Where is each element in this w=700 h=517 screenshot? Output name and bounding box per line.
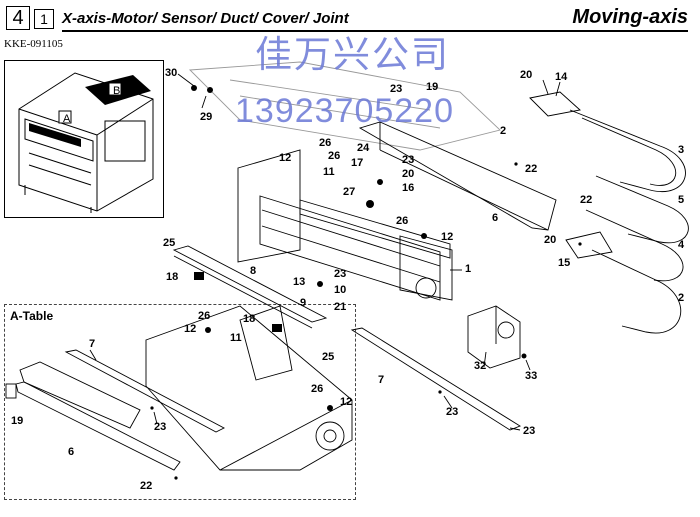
callout-18-b: 18	[243, 313, 256, 325]
watermark-company: 佳万兴公司	[255, 34, 450, 75]
page-sub-number: 1	[34, 9, 54, 29]
callout-4: 4	[678, 239, 685, 251]
machine-overview-drawing	[18, 72, 154, 213]
callout-12-b: 12	[441, 231, 454, 243]
callout-12-d: 12	[340, 396, 353, 408]
callout-26-a: 26	[319, 137, 332, 149]
callout-16: 16	[402, 182, 415, 194]
callout-19-atable: 19	[11, 415, 24, 427]
callout-2: 2	[678, 292, 685, 304]
callout-22-a: 22	[525, 163, 538, 175]
callout-6-atable: 6	[68, 446, 75, 458]
callout-14: 14	[555, 71, 568, 83]
page-number: 4	[6, 6, 30, 30]
a-table-frame	[4, 304, 356, 500]
callout-26-b: 26	[328, 150, 341, 162]
callout-30: 30	[165, 67, 178, 79]
callout-26-d: 26	[198, 310, 211, 322]
callout-23-c: 23	[334, 268, 347, 280]
callout-8: 8	[250, 265, 257, 277]
callout-12-c: 12	[184, 323, 197, 335]
callout-1: 1	[465, 263, 472, 275]
callout-18-a: 18	[166, 271, 179, 283]
callout-33: 33	[525, 370, 538, 382]
callout-6-top: 6	[492, 212, 499, 224]
callout-23-top: 23	[390, 83, 403, 95]
callout-25-b: 25	[322, 351, 335, 363]
callout-11-b: 11	[230, 332, 242, 344]
callout-11-a: 11	[323, 166, 335, 178]
callout-20-b: 20	[402, 168, 415, 180]
page-title: X-axis-Motor/ Sensor/ Duct/ Cover/ Joint	[62, 10, 349, 27]
callout-3: 3	[678, 144, 685, 156]
callout-23-d: 23	[446, 406, 459, 418]
callout-b-label: B	[113, 85, 121, 97]
callout-9: 9	[300, 297, 307, 309]
a-table-title: A-Table	[10, 309, 54, 323]
document-code: KKE-091105	[4, 38, 63, 50]
callout-24: 24	[357, 142, 370, 154]
callout-5: 5	[678, 194, 685, 206]
callout-22-b: 22	[580, 194, 593, 206]
callout-23-atable: 23	[154, 421, 167, 433]
callout-32: 32	[474, 360, 487, 372]
callout-26-c: 26	[396, 215, 409, 227]
callout-a-label: A	[63, 113, 71, 125]
callout-15: 15	[558, 257, 571, 269]
section-title: Moving-axis	[572, 6, 688, 28]
watermark-phone: 13923705220	[235, 92, 455, 130]
callout-25-a: 25	[163, 237, 176, 249]
header-rule	[62, 30, 688, 32]
callout-19: 19	[426, 81, 439, 93]
callout-21: 21	[334, 301, 347, 313]
callout-2-top: 2	[500, 125, 507, 137]
callout-13: 13	[293, 276, 306, 288]
machine-overview-inset: B A	[4, 60, 164, 218]
callout-29: 29	[200, 111, 213, 123]
callout-20: 20	[520, 69, 533, 81]
callout-10: 10	[334, 284, 347, 296]
callout-7-b: 7	[378, 374, 385, 386]
callout-26-e: 26	[311, 383, 324, 395]
callout-27: 27	[343, 186, 356, 198]
callout-23-b: 23	[402, 154, 415, 166]
callout-17: 17	[351, 157, 364, 169]
callout-7-a: 7	[89, 338, 96, 350]
callout-22-atable: 22	[140, 480, 153, 492]
callout-12-a: 12	[279, 152, 292, 164]
callout-23-e: 23	[523, 425, 536, 437]
callout-20-c: 20	[544, 234, 557, 246]
